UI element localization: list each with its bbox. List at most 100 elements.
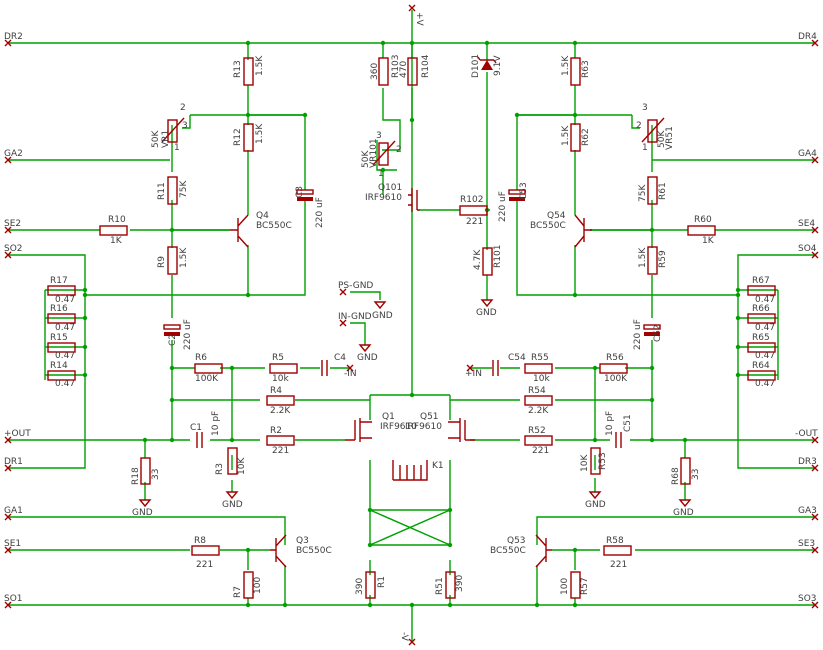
labels: DR2 DR4 GA2 GA4 SE2 SE4 SO2 SO4 +OUT -OU… [4, 12, 818, 642]
r56-ref: R56 [606, 353, 624, 363]
r4-value: 2.2K [270, 406, 291, 416]
port-cross-marker [811, 251, 819, 259]
r101-ref: R101 [493, 245, 503, 268]
c2-value: 220 uF [183, 319, 193, 350]
r65-ref: R65 [752, 333, 770, 343]
vr51-ref: VR51 [665, 126, 675, 150]
port-ga3: GA3 [798, 506, 817, 516]
junction-dot [82, 292, 88, 298]
junction-dot [409, 392, 415, 398]
r56-value: 100K [604, 374, 628, 384]
r3-symbol [227, 447, 238, 475]
c51-symbol [615, 432, 622, 448]
junction-dot [447, 602, 453, 608]
d101-symbol [477, 56, 497, 70]
junction-dot [572, 40, 578, 46]
port-in-minus: -IN [344, 369, 357, 379]
vr101-pin1: 1 [378, 169, 384, 179]
junction-dot [735, 372, 741, 378]
junction-dot [447, 507, 453, 513]
junction-dot [649, 227, 655, 233]
port-cross-marker [811, 39, 819, 47]
port-in-plus: +IN [465, 369, 482, 379]
port-out-minus: -OUT [795, 429, 818, 439]
c54-symbol [492, 360, 499, 376]
k1-ref: K1 [432, 461, 444, 471]
r5-symbol [269, 363, 298, 374]
junction-dot [514, 112, 520, 118]
port-cross-marker [811, 156, 819, 164]
port-cross-marker [811, 226, 819, 234]
port-in-gnd: IN-GND [338, 312, 372, 322]
vr1-pin3: 3 [182, 121, 188, 131]
junction-dot [367, 507, 373, 513]
r62-value: 1.5K [561, 125, 571, 146]
junction-dot [572, 292, 578, 298]
r10-ref: R10 [108, 215, 126, 225]
c4-symbol [321, 360, 328, 376]
r18-symbol [140, 457, 151, 485]
r65-symbol [747, 342, 776, 353]
r66-ref: R66 [752, 304, 770, 314]
r57-ref: R57 [580, 577, 590, 595]
c3-value: 220 uF [315, 197, 325, 228]
c54-ref: C54 [508, 353, 526, 363]
port-se1: SE1 [4, 539, 21, 549]
q51-ref: Q51 [420, 412, 439, 422]
port-markers [4, 4, 819, 646]
r5-ref: R5 [272, 353, 284, 363]
port-ps-gnd: PS-GND [338, 281, 373, 291]
r55-value: 10k [533, 374, 550, 384]
q4-value: BC550C [256, 221, 292, 231]
q3-value: BC550C [296, 546, 332, 556]
port-cross-marker [4, 546, 12, 554]
r1-value: 390 [355, 578, 365, 595]
d101-ref: D101 [471, 54, 481, 78]
r6-ref: R6 [195, 353, 207, 363]
c51-value: 10 pF [605, 411, 615, 436]
junction-dot [302, 112, 308, 118]
r5-value: 10k [272, 374, 289, 384]
port-out-plus: +OUT [4, 429, 31, 439]
q1-value: IRF9610 [380, 422, 417, 432]
gnd-label-r53: GND [585, 500, 606, 510]
c1-value: 10 pF [211, 411, 221, 436]
port-ga2: GA2 [4, 149, 23, 159]
wires [8, 10, 815, 642]
r58-ref: R58 [606, 536, 624, 546]
junction-dot [229, 365, 235, 371]
r17-symbol [47, 285, 76, 296]
port-v-plus: +V [414, 12, 424, 27]
r18-ref: R18 [131, 467, 141, 485]
r1-symbol [365, 571, 376, 599]
port-cross-marker [811, 546, 819, 554]
r52-value: 221 [532, 446, 549, 456]
r12-symbol [243, 123, 254, 152]
r4-ref: R4 [270, 386, 282, 396]
junction-dot [229, 437, 235, 443]
r58-symbol [603, 545, 632, 556]
port-v-minus: -V [399, 632, 409, 642]
r8-ref: R8 [194, 536, 206, 546]
r9-value: 1.5K [179, 247, 189, 268]
junction-dot [142, 437, 148, 443]
gnd-label-r3: GND [222, 500, 243, 510]
k1-symbol [392, 460, 428, 481]
q54-value: BC550C [530, 221, 566, 231]
port-cross-marker [4, 251, 12, 259]
r64-value: 0.47 [755, 379, 775, 389]
junction-dot [484, 40, 490, 46]
vr101-pin3: 3 [376, 131, 382, 141]
r67-ref: R67 [752, 276, 770, 286]
port-cross-marker [4, 436, 12, 444]
r67-symbol [747, 285, 776, 296]
vr51-pin1: 1 [642, 143, 648, 153]
junction-dot [735, 292, 741, 298]
junction-dot [282, 602, 288, 608]
r104-symbol [407, 57, 418, 86]
r63-ref: R63 [581, 60, 591, 78]
r15-symbol [47, 342, 76, 353]
r15-value: 0.47 [55, 351, 75, 361]
r102-symbol [459, 205, 488, 216]
